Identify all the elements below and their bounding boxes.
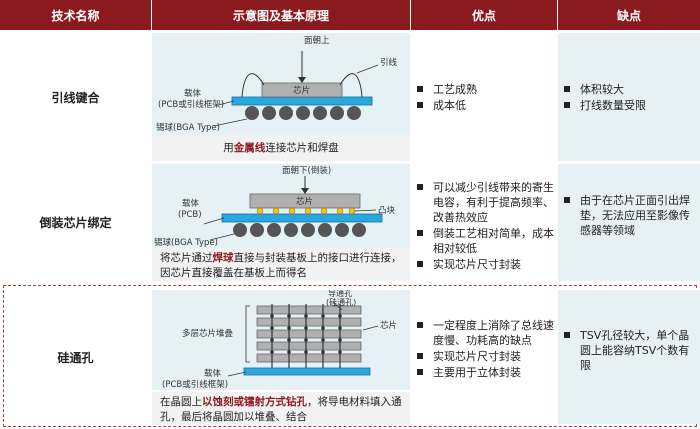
tsv-diagram: 导通孔 (硅通孔) 多层芯片堆叠 芯片 载体 (PCB或引线框架) <box>152 288 410 390</box>
pro-item: 实现芯片尺寸封装 <box>411 257 557 272</box>
cons-flip-chip: 由于在芯片正面引出焊垫，无法应用至影像传感器等领域 <box>558 164 700 281</box>
label-balls: 锡球(BGA Type) <box>156 122 220 133</box>
cons-wire-bonding: 体积较大 打线数量受限 <box>558 33 700 161</box>
label-substrate: 载体 <box>204 368 222 379</box>
row-name-tsv: 硅通孔 <box>57 350 94 365</box>
pros-wire-bonding: 工艺成熟 成本低 <box>411 82 557 114</box>
pro-item: 工艺成熟 <box>411 82 557 97</box>
label-die: 芯片 <box>293 85 310 96</box>
label-wire: 引线 <box>380 57 398 68</box>
pro-item: 实现芯片尺寸封装 <box>411 349 557 364</box>
label-substrate: 载体 <box>184 88 202 99</box>
pro-item: 一定程度上消除了总线速度慢、功耗高的缺点 <box>411 318 557 348</box>
caption-flip-chip: 将芯片通过焊球直接与封装基板上的接口进行连接，因芯片直接覆盖在基板上而得名 <box>152 248 410 281</box>
pro-item: 可以减少引线带来的寄生电容，有利于提高频率、改善热效应 <box>411 180 557 225</box>
header-pros: 优点 <box>411 0 557 30</box>
label-balls: 锡球(BGA Type) <box>154 237 218 248</box>
pros-flip-chip: 可以减少引线带来的寄生电容，有利于提高频率、改善热效应 倒装工艺相对简单，成本相… <box>411 180 557 273</box>
label-facing-up: 面朝上 <box>304 36 330 46</box>
caption-tsv: 在晶圆上以蚀刻或镭射方式钻孔，将导电材料填入通孔，最后将晶圆加以堆叠、结合 <box>152 392 410 425</box>
label-stack: 多层芯片堆叠 <box>182 328 234 339</box>
label-via-sub: (硅通孔) <box>326 297 356 307</box>
wire-bonding-diagram: 面朝上 引线 芯片 载体 (PCB或引线框架) 锡球(BGA Type) <box>152 33 410 135</box>
header-diagram: 示意图及基本原理 <box>152 0 410 30</box>
row-name-wire-bonding: 引线键合 <box>51 90 100 105</box>
label-die: 芯片 <box>296 196 313 207</box>
con-item: 打线数量受限 <box>558 98 700 113</box>
header-tech-name: 技术名称 <box>0 0 151 30</box>
cons-tsv: TSV孔径较大，单个晶圆上能容纳TSV个数有限 <box>558 290 700 424</box>
pro-item: 倒装工艺相对简单，成本相对较低 <box>411 226 557 256</box>
con-item: 体积较大 <box>558 82 700 97</box>
label-via: 导通孔 <box>328 290 352 298</box>
label-substrate-sub: (PCB或引线框架) <box>162 379 228 390</box>
con-item: TSV孔径较大，单个晶圆上能容纳TSV个数有限 <box>558 328 700 373</box>
pro-item: 成本低 <box>411 98 557 113</box>
label-facing-down: 面朝下(倒装) <box>282 165 331 176</box>
con-item: 由于在芯片正面引出焊垫，无法应用至影像传感器等领域 <box>558 193 700 238</box>
header-cons: 缺点 <box>558 0 700 30</box>
label-die: 芯片 <box>380 320 397 331</box>
label-substrate-sub: (PCB) <box>178 210 202 220</box>
pros-tsv: 一定程度上消除了总线速度慢、功耗高的缺点 实现芯片尺寸封装 主要用于立体封装 <box>411 318 557 381</box>
label-bump: 凸块 <box>378 205 396 216</box>
flip-chip-diagram: 面朝下(倒装) 芯片 载体 (PCB) 凸块 锡球(BGA Type) <box>152 164 410 248</box>
pro-item: 主要用于立体封装 <box>411 365 557 380</box>
label-substrate-sub: (PCB或引线框架) <box>158 99 224 110</box>
row-name-flip-chip: 倒装芯片绑定 <box>39 215 112 230</box>
caption-wire-bonding: 用金属线连接芯片和焊盘 <box>152 135 410 161</box>
label-substrate: 载体 <box>182 198 200 209</box>
